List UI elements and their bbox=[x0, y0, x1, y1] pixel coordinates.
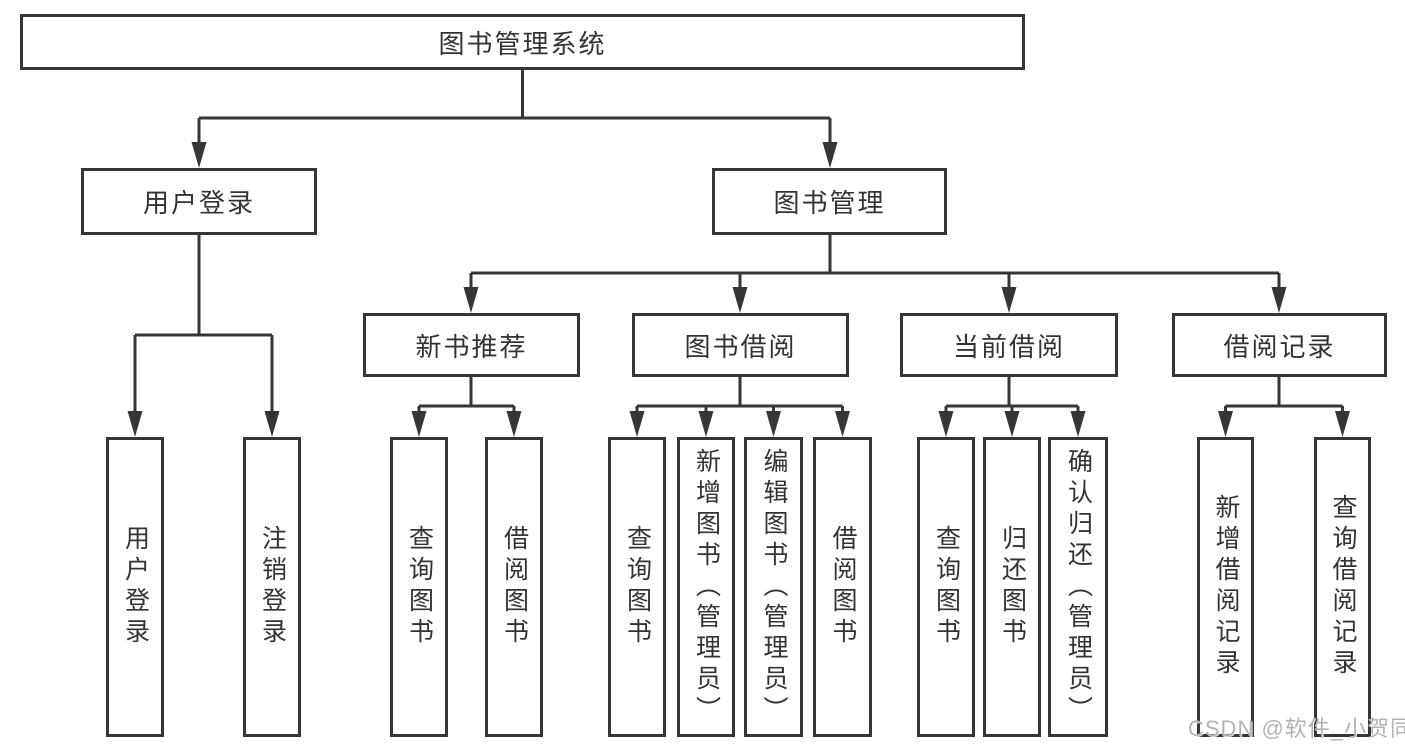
arrowhead bbox=[698, 411, 714, 437]
leaf-label: 归还图书 bbox=[998, 525, 1027, 649]
arrowhead bbox=[264, 411, 280, 437]
leaf-label: 借阅图书 bbox=[829, 525, 857, 649]
arrowheads bbox=[127, 142, 1350, 437]
arrowhead bbox=[191, 142, 207, 168]
arrowhead bbox=[835, 411, 850, 437]
leaf-borrow-book-recommend: 借阅图书 bbox=[485, 437, 543, 737]
arrowhead bbox=[1218, 411, 1233, 437]
arrowhead bbox=[1271, 287, 1287, 313]
leaf-label: 确认归还（管理员） bbox=[1064, 447, 1093, 727]
leaf-label: 借阅图书 bbox=[500, 525, 529, 649]
node-book-management: 图书管理 bbox=[712, 168, 947, 235]
leaf-label: 新增图书（管理员） bbox=[692, 447, 721, 727]
arrowhead bbox=[822, 142, 838, 168]
leaf-return-book: 归还图书 bbox=[983, 437, 1041, 737]
arrowhead bbox=[1335, 411, 1350, 437]
edge-newbookrec-to-leaves bbox=[417, 377, 516, 420]
leaf-edit-book-admin: 编辑图书（管理员） bbox=[744, 437, 803, 737]
leaf-label: 编辑图书（管理员） bbox=[760, 447, 788, 727]
leaf-add-borrow-record: 新增借阅记录 bbox=[1197, 437, 1254, 737]
arrowhead bbox=[127, 411, 143, 437]
edge-bookborrow-to-leaves bbox=[635, 377, 844, 420]
leaf-label: 查询图书 bbox=[932, 525, 961, 649]
arrowhead bbox=[1004, 411, 1020, 437]
edge-root-to-level2 bbox=[197, 70, 832, 150]
leaf-query-borrow-record: 查询借阅记录 bbox=[1314, 437, 1371, 737]
leaf-label: 查询借阅记录 bbox=[1329, 494, 1357, 680]
arrowhead bbox=[463, 287, 479, 313]
leaf-confirm-return-admin: 确认归还（管理员） bbox=[1048, 437, 1108, 737]
arrowhead bbox=[938, 411, 954, 437]
arrowhead bbox=[766, 411, 781, 437]
leaf-label: 新增借阅记录 bbox=[1212, 494, 1240, 680]
leaf-user-login: 用户登录 bbox=[106, 437, 164, 737]
edge-bookmgmt-to-level3 bbox=[469, 235, 1281, 298]
edge-borrowrecords-to-leaves bbox=[1224, 377, 1344, 420]
leaf-label: 注销登录 bbox=[258, 525, 287, 649]
node-current-borrow: 当前借阅 bbox=[900, 313, 1118, 377]
arrowhead bbox=[732, 287, 748, 313]
edge-userlogin-to-leaves bbox=[133, 235, 274, 420]
leaf-query-book-recommend: 查询图书 bbox=[390, 437, 448, 737]
arrowhead bbox=[1070, 411, 1086, 437]
node-new-book-recommend: 新书推荐 bbox=[363, 313, 580, 377]
leaf-label: 查询图书 bbox=[405, 525, 434, 649]
node-borrow-records: 借阅记录 bbox=[1172, 313, 1387, 377]
leaf-query-book-current: 查询图书 bbox=[917, 437, 975, 737]
leaf-label: 查询图书 bbox=[623, 525, 652, 649]
arrowhead bbox=[1001, 287, 1017, 313]
arrowhead bbox=[629, 411, 645, 437]
node-root-system: 图书管理系统 bbox=[20, 14, 1025, 70]
arrowhead bbox=[506, 411, 522, 437]
csdn-watermark: CSDN @软件_小贺同学 bbox=[1188, 716, 1405, 741]
leaf-query-book-borrow: 查询图书 bbox=[608, 437, 666, 737]
leaf-add-book-admin: 新增图书（管理员） bbox=[677, 437, 735, 737]
leaf-label: 用户登录 bbox=[121, 525, 150, 649]
node-book-borrow: 图书借阅 bbox=[632, 313, 849, 377]
leaf-logout: 注销登录 bbox=[243, 437, 301, 737]
leaf-borrow-book: 借阅图书 bbox=[813, 437, 872, 737]
arrowhead bbox=[411, 411, 427, 437]
edge-lines bbox=[133, 70, 1344, 420]
node-user-login: 用户登录 bbox=[81, 168, 317, 235]
